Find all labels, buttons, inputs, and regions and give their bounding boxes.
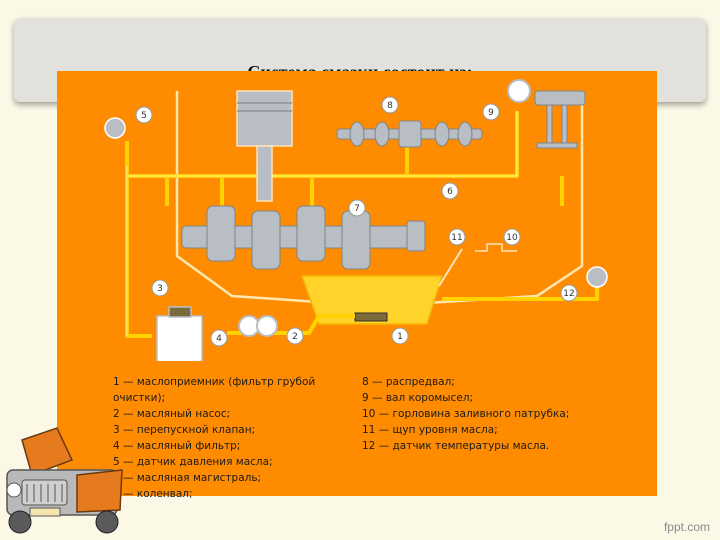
- callout-label-2: 2: [292, 332, 298, 342]
- truck-body: [6, 427, 123, 517]
- callout-label-11: 11: [451, 233, 462, 243]
- legend-item: 10 — горловина заливного патрубка;: [362, 408, 570, 420]
- callout-label-3: 3: [157, 284, 163, 294]
- legend-item: 11 — щуп уровня масла;: [362, 424, 498, 436]
- brand-watermark: fppt.com: [663, 520, 710, 534]
- callout-5: 5: [135, 106, 153, 124]
- rocker-valve-assembly: [534, 90, 586, 149]
- rocker-gauge: [507, 79, 531, 103]
- callout-label-12: 12: [563, 289, 574, 299]
- callout-4: 4: [210, 329, 228, 347]
- legend-item: 7 — коленвал;: [113, 488, 193, 500]
- callout-7: 7: [348, 199, 366, 217]
- lubrication-diagram: 1 2 3 4 5 6 7 8 9 10 11 12: [57, 71, 657, 496]
- legend-item: очистки);: [113, 392, 166, 404]
- crankshaft: [181, 205, 426, 270]
- oil-pump: [238, 315, 278, 337]
- callout-label-4: 4: [216, 334, 222, 344]
- legend-item: 9 — вал коромысел;: [362, 392, 474, 404]
- callout-8: 8: [381, 96, 399, 114]
- callout-label-10: 10: [506, 233, 518, 243]
- temperature-sensor: [586, 266, 608, 288]
- callout-markers: 1 2 3 4 5 6 7 8 9 10 11 12: [135, 96, 578, 347]
- legend-item: 6 — масляная магистраль;: [113, 472, 262, 484]
- callout-label-7: 7: [354, 204, 360, 214]
- callout-label-9: 9: [488, 108, 494, 118]
- callout-11: 11: [448, 228, 466, 246]
- truck-illustration: [6, 427, 123, 534]
- truck-wheels: [8, 510, 119, 534]
- legend-item: 2 — масляный насос;: [113, 408, 231, 420]
- oil-sump: [300, 275, 444, 325]
- callout-1: 1: [391, 327, 409, 345]
- legend-item: 4 — масляный фильтр;: [113, 440, 241, 452]
- legend-item: 5 — датчик давления масла;: [113, 456, 273, 468]
- legend-item: 3 — перепускной клапан;: [113, 424, 256, 436]
- callout-9: 9: [482, 103, 500, 121]
- camshaft: [336, 120, 483, 148]
- callout-6: 6: [441, 182, 459, 200]
- legend-item: 8 — распредвал;: [362, 376, 455, 388]
- legend-right: 8 — распредвал; 9 — вал коромысел; 10 — …: [362, 374, 569, 454]
- callout-2: 2: [286, 327, 304, 345]
- piston-assembly: [236, 90, 293, 202]
- legend-left: 1 — маслоприемник (фильтр грубой очистки…: [113, 374, 315, 502]
- callout-10: 10: [503, 228, 521, 246]
- callout-label-1: 1: [397, 332, 403, 342]
- dipstick: [438, 248, 463, 287]
- legend-item: 1 — маслоприемник (фильтр грубой: [113, 376, 316, 388]
- callout-12: 12: [560, 284, 578, 302]
- callout-3: 3: [151, 279, 169, 297]
- pressure-sensor: [104, 117, 126, 139]
- oil-pickup: [354, 312, 388, 322]
- callout-label-5: 5: [141, 111, 147, 121]
- lubrication-diagram-figure: 1 2 3 4 5 6 7 8 9 10 11 12 1 — маслоприе…: [57, 71, 657, 500]
- legend-item: 12 — датчик температуры масла.: [362, 440, 550, 452]
- legend-background: [57, 361, 657, 496]
- filler-neck: [475, 243, 517, 252]
- callout-label-6: 6: [447, 187, 453, 197]
- callout-label-8: 8: [387, 101, 393, 111]
- oil-filter: [156, 306, 203, 367]
